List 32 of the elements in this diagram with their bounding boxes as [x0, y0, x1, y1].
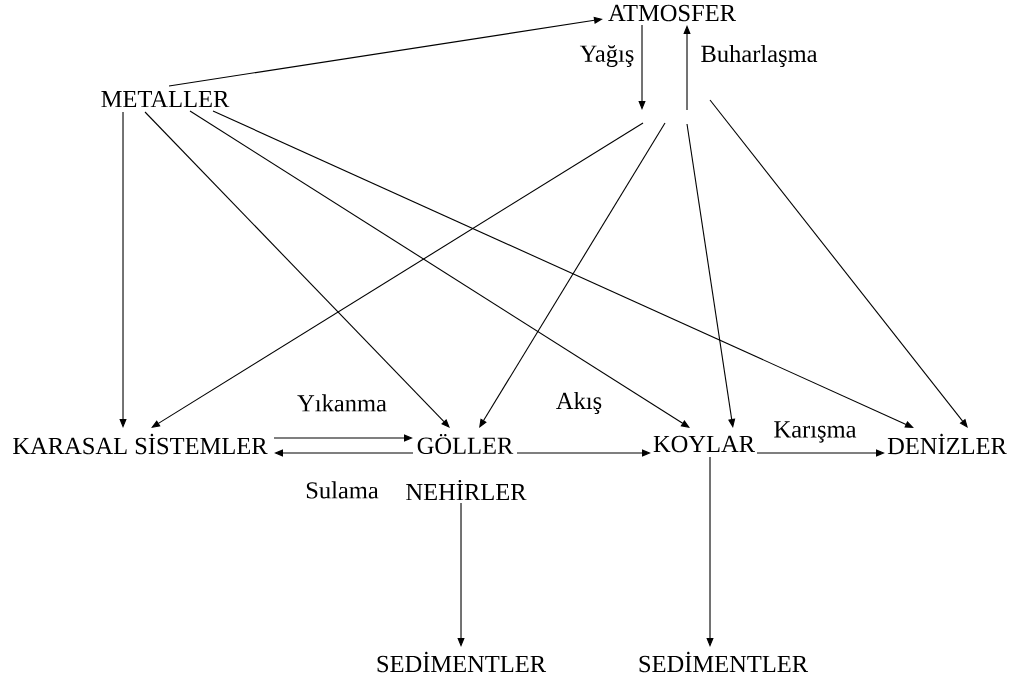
node-label: GÖLLER	[417, 433, 514, 455]
node-label: NEHİRLER	[406, 479, 527, 501]
arrow	[706, 456, 714, 647]
node-label: KARASAL SİSTEMLER	[13, 433, 268, 455]
arrow	[144, 111, 450, 428]
arrow	[273, 434, 413, 442]
arrow	[457, 502, 465, 647]
edge-label: Sulama	[304, 480, 380, 500]
arrow	[756, 449, 885, 457]
arrow	[516, 449, 651, 457]
node-label: DENİZLER	[887, 433, 1007, 455]
arrow	[274, 449, 414, 457]
node-label: SEDİMENTLER	[377, 651, 547, 673]
arrow	[709, 99, 968, 428]
arrow	[479, 122, 666, 428]
node-label: ATMOSFER	[608, 4, 736, 22]
node-label: SEDİMENTLER	[639, 651, 809, 673]
arrow	[212, 110, 914, 428]
arrow	[686, 123, 736, 428]
arrow	[638, 24, 646, 110]
node-label: KOYLAR	[653, 435, 755, 453]
arrow	[151, 122, 644, 428]
arrow	[189, 110, 690, 428]
node-label: METALLER	[101, 90, 230, 108]
edge-label: Yağış	[578, 44, 636, 68]
edge-label: Yıkanma	[296, 393, 388, 413]
edge-label: Akış	[554, 390, 604, 416]
edge-label: Karışma	[772, 420, 858, 444]
edge-label: Buharlaşma	[699, 43, 819, 69]
arrow	[119, 111, 127, 428]
arrow	[683, 25, 691, 111]
arrow	[168, 16, 603, 87]
